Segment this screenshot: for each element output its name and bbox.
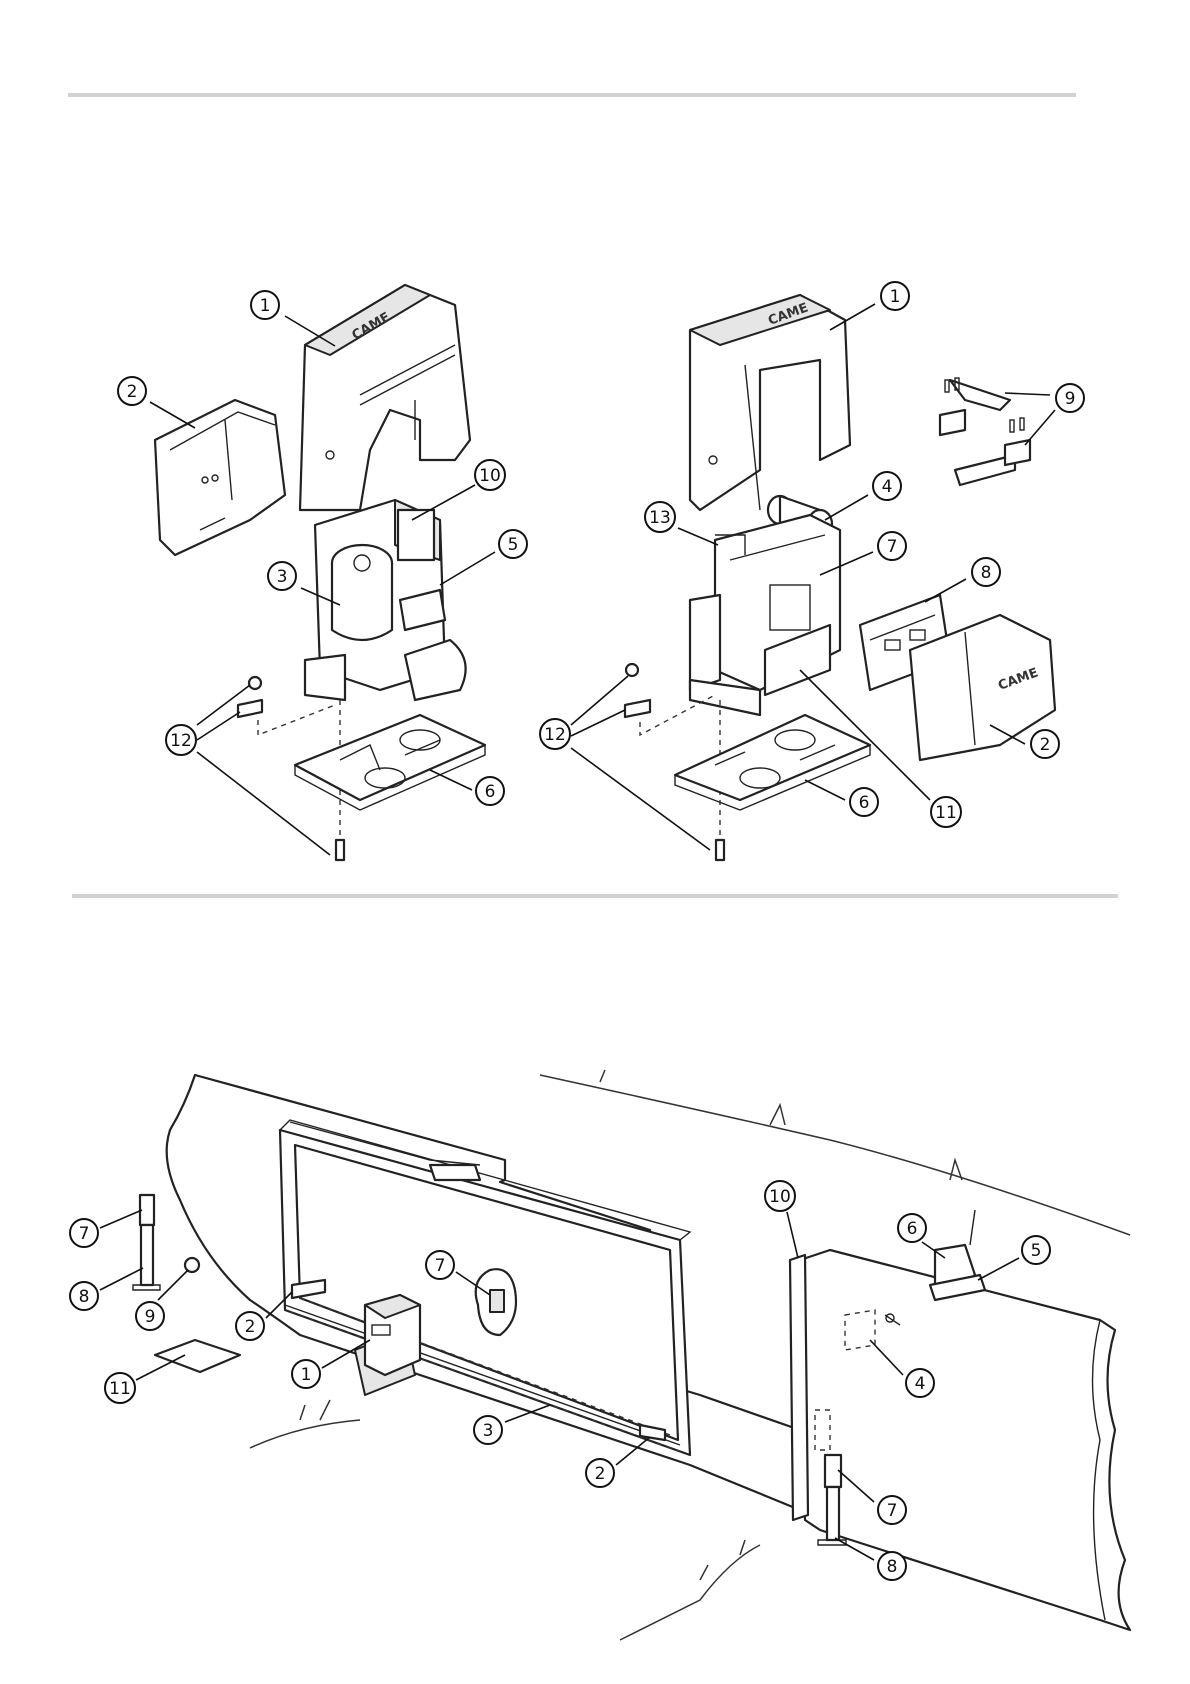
callout-t-r-9: 9 — [1056, 384, 1084, 412]
callout-b-1: 1 — [292, 1360, 320, 1388]
callout-number: 1 — [890, 287, 901, 307]
callout-number: 4 — [915, 1374, 926, 1394]
callout-number: 5 — [508, 535, 519, 555]
callout-b-2b: 2 — [586, 1459, 614, 1487]
callout-b-9: 9 — [136, 1302, 164, 1330]
callout-number: 2 — [1040, 735, 1051, 755]
callout-t-l-12: 12 — [166, 725, 196, 755]
callout-t-l-10: 10 — [475, 460, 505, 490]
callout-number: 7 — [435, 1256, 446, 1276]
callout-number: 8 — [887, 1557, 898, 1577]
callout-number: 8 — [981, 563, 992, 583]
callout-number: 13 — [649, 508, 671, 528]
callout-t-r-8: 8 — [972, 558, 1000, 586]
callout-number: 7 — [887, 537, 898, 557]
callout-b-7a: 7 — [70, 1219, 98, 1247]
installation-scene — [100, 1070, 1130, 1640]
callout-number: 1 — [301, 1365, 312, 1385]
callout-t-l-5: 5 — [499, 530, 527, 558]
callout-b-8b: 8 — [878, 1552, 906, 1580]
callout-number: 11 — [935, 803, 957, 823]
callout-t-l-6: 6 — [476, 777, 504, 805]
callout-number: 1 — [260, 296, 271, 316]
callout-b-2a: 2 — [236, 1312, 264, 1340]
callout-number: 2 — [595, 1464, 606, 1484]
callout-b-4: 4 — [906, 1369, 934, 1397]
gate-post-stop — [790, 1255, 808, 1520]
exploded-view-left: CAME — [150, 285, 495, 860]
callout-number: 9 — [145, 1307, 156, 1327]
grass-left — [250, 1400, 360, 1448]
base-plate-right — [675, 715, 870, 810]
callout-number: 10 — [479, 466, 501, 486]
callout-number: 2 — [127, 382, 138, 402]
callout-number: 4 — [882, 477, 893, 497]
motor-frame-right — [690, 515, 840, 715]
callout-t-r-12: 12 — [540, 719, 570, 749]
callout-b-7c: 7 — [878, 1496, 906, 1524]
grass-tufts — [600, 1070, 962, 1180]
callout-number: 6 — [859, 793, 870, 813]
callout-b-8a: 8 — [70, 1282, 98, 1310]
callout-number: 7 — [79, 1224, 90, 1244]
callout-number: 6 — [907, 1219, 918, 1239]
callout-b-10: 10 — [765, 1181, 795, 1211]
callout-number: 7 — [887, 1501, 898, 1521]
callout-number: 2 — [245, 1317, 256, 1337]
callout-b-6: 6 — [898, 1214, 926, 1242]
callout-t-r-7: 7 — [878, 532, 906, 560]
callout-t-r-6: 6 — [850, 788, 878, 816]
flashing-light — [930, 1210, 985, 1300]
callout-t-r-13: 13 — [645, 502, 675, 532]
installed-gearmotor — [355, 1295, 420, 1395]
callout-number: 12 — [170, 731, 192, 751]
callout-number: 11 — [109, 1379, 131, 1399]
callout-b-7b: 7 — [426, 1251, 454, 1279]
ground-plate — [155, 1340, 240, 1372]
base-plate-left — [295, 715, 485, 810]
callout-t-l-1: 1 — [251, 291, 279, 319]
callout-t-r-1: 1 — [881, 282, 909, 310]
callout-number: 10 — [769, 1187, 791, 1207]
callout-number: 6 — [485, 782, 496, 802]
callout-t-l-2: 2 — [118, 377, 146, 405]
callout-t-r-4: 4 — [873, 472, 901, 500]
callout-number: 12 — [544, 725, 566, 745]
callout-number: 3 — [277, 567, 288, 587]
motor-cover-right: CAME — [690, 295, 850, 510]
callout-t-l-3: 3 — [268, 562, 296, 590]
side-cover-left — [155, 400, 285, 555]
motor-cover-left: CAME — [300, 285, 470, 510]
callout-b-3: 3 — [474, 1416, 502, 1444]
callout-number: 8 — [79, 1287, 90, 1307]
horizon-line — [540, 1075, 1130, 1235]
photocell-column-left — [133, 1195, 160, 1290]
grass-right — [620, 1540, 760, 1640]
callout-number: 5 — [1031, 1241, 1042, 1261]
callout-b-11: 11 — [105, 1373, 135, 1403]
callout-t-r-11: 11 — [931, 797, 961, 827]
callout-number: 3 — [483, 1421, 494, 1441]
callout-b-5: 5 — [1022, 1236, 1050, 1264]
callout-t-r-2: 2 — [1031, 730, 1059, 758]
perimeter-wall-right — [800, 1250, 1130, 1630]
callout-number: 9 — [1065, 389, 1076, 409]
gate-photocell — [476, 1269, 516, 1335]
